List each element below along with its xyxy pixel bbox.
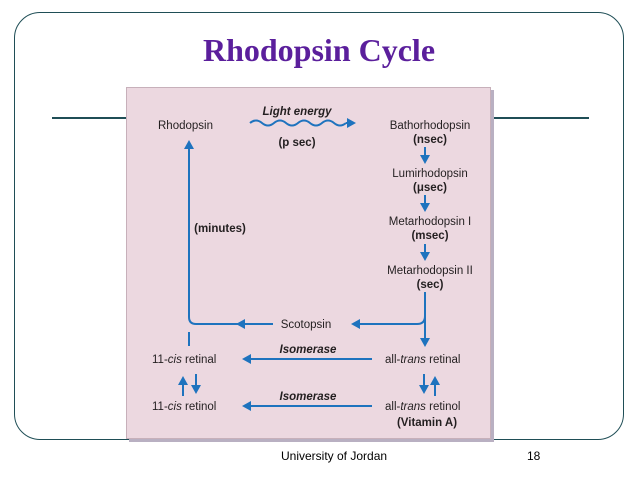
- cis-retinal-label: 11-cis retinal: [152, 354, 216, 366]
- vitamin-a-label: (Vitamin A): [397, 417, 457, 429]
- arrow-to-scotopsin: [351, 315, 426, 329]
- light-energy-label: Light energy: [262, 106, 332, 118]
- sec-label: (sec): [417, 279, 444, 291]
- lumirhodopsin-label: Lumirhodopsin: [392, 168, 467, 180]
- title-rule-left: [52, 117, 128, 119]
- scotopsin-label: Scotopsin: [281, 319, 332, 331]
- page-number: 18: [527, 449, 541, 463]
- metarhodopsin-1-label: Metarhodopsin I: [389, 216, 471, 228]
- usec-label: (μsec): [413, 182, 447, 194]
- metarhodopsin-2-label: Metarhodopsin II: [387, 265, 473, 277]
- minutes-label: (minutes): [194, 223, 246, 235]
- msec-label: (msec): [411, 230, 448, 242]
- slide-title: Rhodopsin Cycle: [202, 32, 436, 68]
- all-trans-retinol-label: all-trans retinol: [385, 401, 460, 413]
- isomerase-label-1: Isomerase: [280, 344, 338, 356]
- all-trans-retinal-label: all-trans retinal: [385, 354, 460, 366]
- isomerase-label-2: Isomerase: [280, 391, 338, 403]
- title-rule-right: [491, 117, 589, 119]
- psec-label: (p sec): [278, 137, 315, 149]
- footer-text: University of Jordan: [281, 449, 388, 463]
- rhodopsin-label: Rhodopsin: [158, 120, 213, 132]
- arrow-up-to-rhodopsin: [184, 140, 238, 325]
- cis-retinol-label: 11-cis retinol: [152, 401, 216, 413]
- bathorhodopsin-label: Bathorhodopsin: [390, 120, 471, 132]
- light-wave-arrow: [249, 119, 347, 127]
- nsec-label: (nsec): [413, 134, 447, 146]
